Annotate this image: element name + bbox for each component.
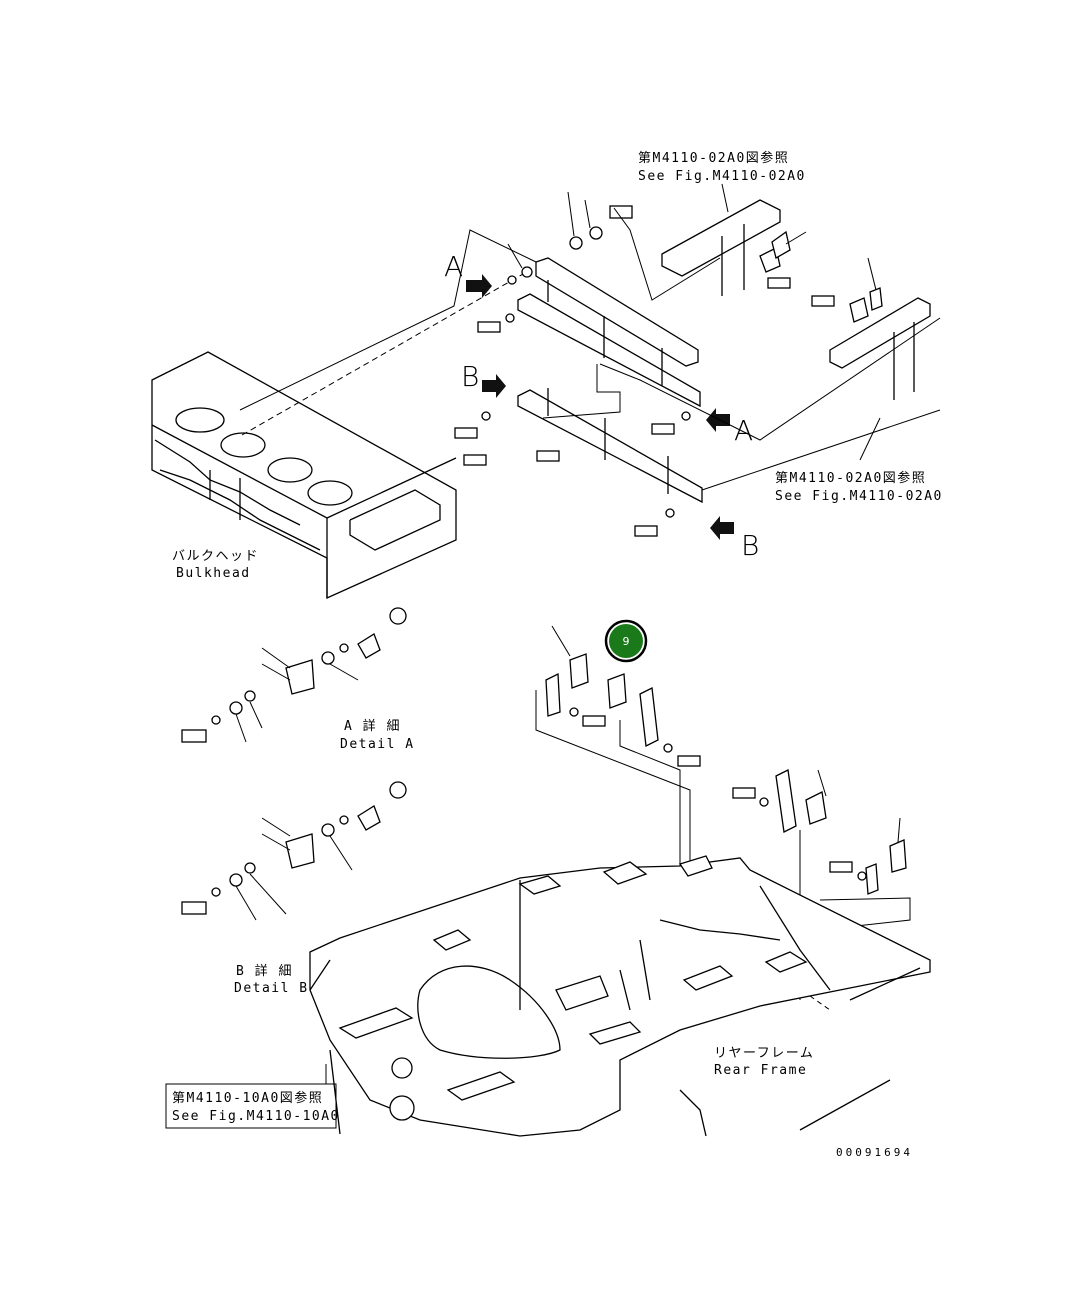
view-marker-a-top-letter: A — [444, 250, 463, 283]
callout-9[interactable]: 9 — [604, 619, 648, 663]
callout-number: 9 — [623, 635, 630, 648]
bolt-icon — [463, 454, 487, 466]
upper-fasteners — [454, 205, 835, 537]
view-arrow-icon — [466, 274, 492, 298]
ref-top-right: 第M4110-02A0図参照 See Fig.M4110-02A0 — [638, 150, 806, 184]
ref-bottom-left: 第M4110-10A0図参照 See Fig.M4110-10A0 — [165, 1083, 340, 1129]
detail-b-label-en: Detail B — [234, 981, 309, 996]
view-marker-b-bottom-letter: B — [741, 529, 759, 562]
view-arrow-icon — [710, 516, 734, 540]
right-brackets — [732, 769, 911, 1000]
ref-bottom-left-box — [165, 1083, 337, 1129]
upper-leader-lines — [239, 183, 941, 491]
view-marker-b-bottom: B — [710, 516, 759, 562]
bolt-icon — [767, 277, 791, 289]
view-marker-a-right: A — [706, 408, 753, 447]
upper-crossmember — [517, 257, 703, 504]
drawing-number: 00091694 — [836, 1146, 913, 1159]
washer-icon — [665, 508, 675, 518]
view-marker-a-right-letter: A — [734, 414, 753, 447]
bolt-icon — [454, 427, 478, 439]
rear-frame — [309, 855, 931, 1137]
rear-frame-label-en: Rear Frame — [714, 1063, 807, 1078]
washer-icon — [507, 275, 517, 285]
view-marker-b-left: B — [461, 360, 506, 398]
rear-frame-label-jp: リヤーフレーム — [714, 1046, 814, 1061]
bulkhead-label-en: Bulkhead — [176, 566, 251, 581]
ref-top-right-en: See Fig.M4110-02A0 — [638, 169, 806, 184]
ref-mid-right-jp: 第M4110-02A0図参照 — [775, 470, 926, 486]
view-arrow-icon — [706, 408, 730, 432]
ref-bottom-left-jp: 第M4110-10A0図参照 — [172, 1090, 323, 1106]
ref-mid-right-en: See Fig.M4110-02A0 — [775, 489, 943, 504]
washer-icon — [589, 226, 603, 240]
ref-mid-right: 第M4110-02A0図参照 See Fig.M4110-02A0 — [775, 470, 943, 504]
bolt-icon — [536, 450, 560, 462]
view-marker-b-left-letter: B — [461, 360, 479, 393]
bolt-icon — [477, 321, 501, 333]
detail-b-label-jp: B 詳 細 — [236, 963, 293, 979]
bolt-icon — [651, 423, 675, 435]
bolt-icon — [609, 205, 633, 219]
bulkhead — [151, 269, 531, 600]
ref-top-right-jp: 第M4110-02A0図参照 — [638, 150, 789, 166]
detail-a — [181, 607, 407, 743]
view-marker-a-top: A — [444, 250, 492, 298]
detail-b — [181, 781, 407, 921]
washer-icon — [681, 411, 691, 421]
bulkhead-label-jp: バルクヘッド — [172, 549, 259, 564]
detail-a-label-jp: A 詳 細 — [344, 718, 401, 734]
ref-bottom-left-en: See Fig.M4110-10A0 — [172, 1109, 340, 1124]
washer-icon — [569, 236, 583, 250]
bolt-icon — [634, 525, 658, 537]
callout-circle-icon — [609, 624, 643, 658]
washer-icon — [481, 411, 491, 421]
bolt-icon — [811, 295, 835, 307]
view-arrow-icon — [482, 374, 506, 398]
mid-brackets — [535, 625, 701, 920]
washer-icon — [505, 313, 515, 323]
washer-icon — [521, 266, 533, 278]
upper-right-frame — [661, 199, 931, 400]
detail-a-label-en: Detail A — [340, 737, 415, 752]
